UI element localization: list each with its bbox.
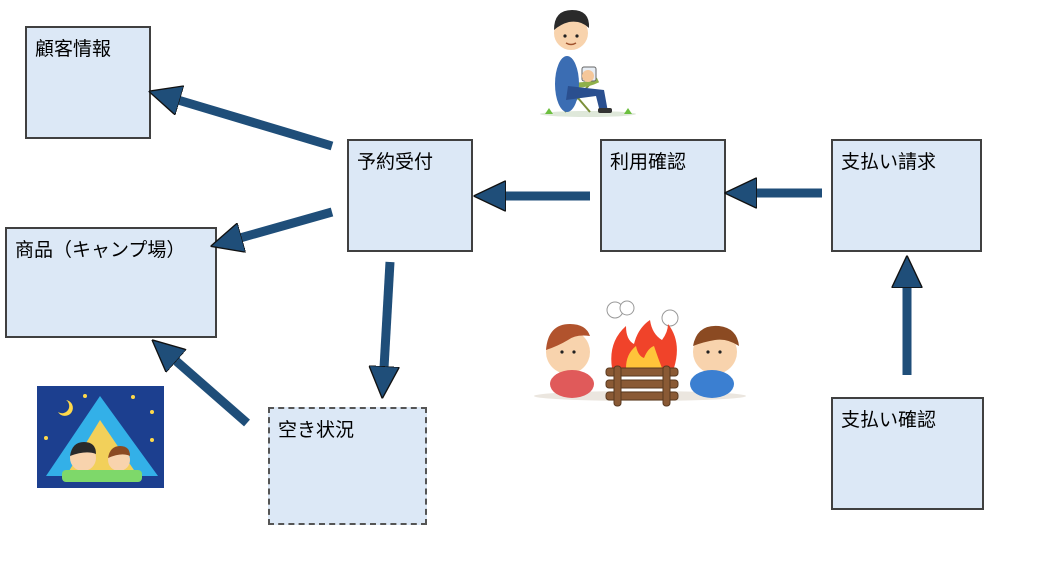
box-product-label: 商品（キャンプ場） xyxy=(15,239,186,261)
box-reservation-label: 予約受付 xyxy=(357,151,434,173)
arrow-reservation-to-customer xyxy=(178,100,334,151)
box-payment-request-label: 支払い請求 xyxy=(841,151,937,173)
box-reservation: 予約受付 xyxy=(347,139,473,252)
box-usage-check-label: 利用確認 xyxy=(610,151,687,173)
person-sitting-camp-chair-icon xyxy=(540,10,636,117)
box-availability-label: 空き状況 xyxy=(278,419,355,441)
box-payment-confirm: 支払い確認 xyxy=(831,397,984,510)
box-customer-info-label: 顧客情報 xyxy=(35,38,112,60)
box-customer-info: 顧客情報 xyxy=(25,26,151,139)
box-product: 商品（キャンプ場） xyxy=(5,227,217,338)
arrow-availability-to-product xyxy=(175,360,250,427)
arrow-reservation-to-availability xyxy=(384,261,390,368)
box-payment-request: 支払い請求 xyxy=(831,139,982,252)
box-payment-confirm-label: 支払い確認 xyxy=(841,409,937,431)
box-usage-check: 利用確認 xyxy=(600,139,726,252)
tent-night-icon xyxy=(37,386,164,488)
box-availability: 空き状況 xyxy=(268,407,427,525)
arrow-reservation-to-product xyxy=(240,207,334,238)
campfire-children-icon xyxy=(534,300,746,407)
